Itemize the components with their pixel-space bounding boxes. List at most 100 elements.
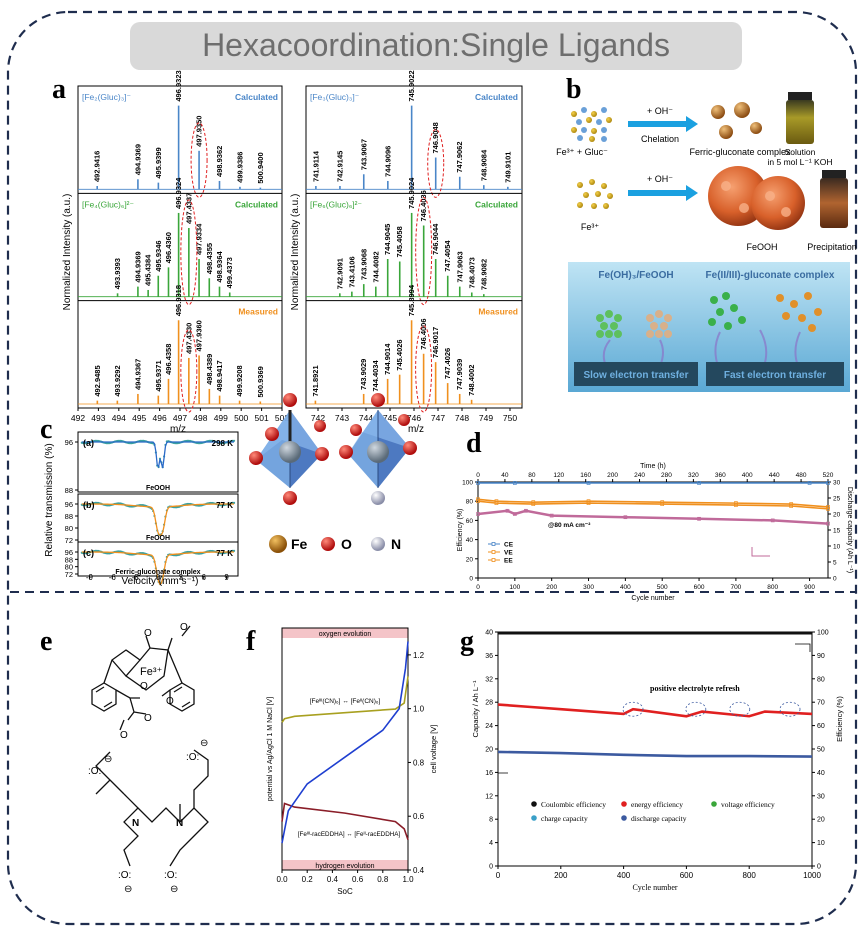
- chart-d-series-line: [477, 498, 829, 508]
- chart-d-legend-marker: [491, 550, 496, 554]
- chart-d-marker: [549, 513, 554, 518]
- chart-d-marker: [476, 512, 480, 516]
- chart-g-y2tick-label: 100: [817, 630, 829, 637]
- feooh-particles: [708, 166, 805, 230]
- chart-f-xtick-label: 0.2: [302, 875, 314, 884]
- chart-f-xtick-label: 0.8: [377, 875, 389, 884]
- ms-peak-label: 748.9084: [479, 149, 488, 181]
- ms-peak-label: 497.9350: [195, 116, 204, 147]
- chart-d-marker: [697, 481, 701, 485]
- chart-d-y2tick-label: 10: [833, 544, 841, 551]
- chart-f-y2tick-label: 0.6: [413, 812, 425, 821]
- ms-peak-label: 746.9017: [431, 327, 440, 358]
- ms-peak-label: 746.9044: [431, 223, 440, 255]
- chart-d-marker: [586, 481, 591, 485]
- chart-g-refresh-marker: [779, 701, 801, 717]
- chart-f-frame: [281, 627, 409, 871]
- atom-legend-marker: [371, 537, 385, 551]
- octahedron-feo5n: [339, 393, 417, 505]
- chart-d-marker: [789, 504, 794, 508]
- ms-peak-label: 746.4036: [419, 190, 428, 221]
- svg-text:⊖: ⊖: [200, 738, 208, 749]
- ms-peak-label: 747.4026: [443, 348, 452, 379]
- mossbauer-xtick-label: 3: [179, 573, 184, 582]
- chart-d-y2tick-label: 30: [833, 480, 841, 487]
- chart-d-xtick-label: 600: [694, 584, 705, 591]
- ms-peak-label: 747.4054: [443, 240, 452, 272]
- chart-d-ytick-label: 40: [466, 537, 474, 544]
- ms-row-tag: Calculated: [235, 199, 278, 209]
- ms-peak-label: 497.9360: [195, 320, 204, 351]
- ms-tick-label: 493: [91, 413, 105, 423]
- mossbauer-ytick-label: 80: [65, 563, 73, 572]
- fe3-reactant-cluster: [577, 179, 613, 209]
- mossbauer-ytick-label: 80: [65, 524, 73, 533]
- svg-text:N: N: [176, 818, 183, 829]
- chart-g-legend-marker: [531, 801, 537, 807]
- mossbauer-sample: Ferric-gluconate complex: [115, 569, 200, 576]
- chart-g-legend-marker: [711, 801, 717, 807]
- chart-d-marker: [524, 508, 528, 513]
- ms-tick-label: 499: [214, 413, 228, 423]
- chart-g-ytick-label: 12: [485, 793, 493, 800]
- chart-d-top-tick-label: 520: [823, 472, 834, 479]
- chart-d-marker: [826, 521, 830, 526]
- ms-peak-label: 495.9346: [154, 240, 163, 271]
- solution-vial: [786, 92, 814, 144]
- ms-peak-label: 745.9024: [407, 177, 416, 209]
- chart-f-y2tick-label: 1.2: [413, 651, 425, 660]
- ms-peak-label: 744.9045: [383, 224, 392, 255]
- chart-d-y2label: Discharge capacity (Ah L⁻¹): [846, 487, 853, 573]
- ms-tick-label: 501: [255, 413, 269, 423]
- chart-d-marker: [512, 481, 517, 485]
- o-label-1: O: [140, 681, 148, 692]
- mossbauer-xtick-label: 6: [201, 573, 206, 582]
- panel-c-letter: c: [40, 414, 52, 445]
- chart-d-marker: [623, 515, 628, 520]
- ms-peak-label: 748.4073: [467, 257, 476, 288]
- panel-b-letter: b: [566, 74, 582, 105]
- chart-g-refresh-marker: [622, 701, 644, 717]
- chart-f-ylabel: potential vs Ag/AgCl 1 M NaCl [V]: [267, 697, 274, 801]
- ms-row-tag: Calculated: [475, 92, 518, 102]
- chart-d-top-tick-label: 160: [580, 472, 591, 479]
- chart-g-axis-arrow: [497, 772, 508, 780]
- chart-d-xtick-label: 200: [546, 584, 557, 591]
- chart-d-ytick-label: 0: [469, 576, 473, 583]
- ms-tick-label: 500: [234, 413, 248, 423]
- ms-peak-label: 747.9063: [455, 251, 464, 282]
- chart-g-legend-label: Coulombic efficiency: [541, 800, 606, 809]
- electron-transfer-scene: Fe(OH)₃/FeOOH Fe(II/III)-gluconate compl…: [568, 262, 850, 392]
- chart-d-y2tick-label: 0: [833, 576, 837, 583]
- chart-d-ytick-label: 80: [466, 499, 474, 506]
- ms-row-tag: Calculated: [475, 199, 518, 209]
- chart-d-marker: [826, 507, 830, 511]
- chart-g-refresh-marker: [685, 701, 707, 717]
- chart-d-top-tick-label: 200: [607, 472, 618, 479]
- ms-peak-label: 494.9369: [133, 144, 142, 175]
- ms-peak-label: 493.9393: [113, 258, 122, 289]
- ms-frame: [77, 85, 283, 409]
- chart-d-top-tick-label: 40: [501, 472, 509, 479]
- chart-d-xtick-label: 400: [620, 584, 631, 591]
- chart-g-series-line: [497, 703, 813, 718]
- chart-g-ytick-label: 28: [485, 700, 493, 707]
- chart-g-axis-arrow: [795, 643, 811, 652]
- chart-d-axis-arrow: [751, 547, 770, 557]
- scene-right-title: Fe(II/III)-gluconate complex: [706, 270, 835, 281]
- svg-text::O:: :O:: [186, 752, 199, 763]
- ms-peak-label: 495.9371: [154, 360, 163, 391]
- mossbauer-temp: 77 K: [216, 501, 233, 510]
- ms-tick-label: 498: [193, 413, 207, 423]
- atom-legend-label: O: [341, 536, 352, 552]
- chart-d-xtick-label: 700: [730, 584, 741, 591]
- reaction1-arrow-bottom: Chelation: [641, 134, 679, 144]
- chart-d-legend-label: CE: [504, 542, 514, 549]
- chart-g-ylabel: Capacity / Ah L⁻¹: [471, 680, 480, 737]
- chart-d-series-line: [477, 509, 829, 525]
